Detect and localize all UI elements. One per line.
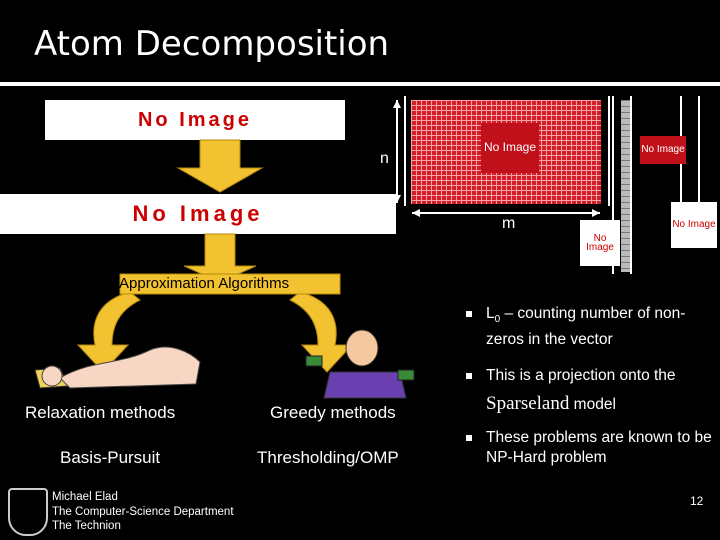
bullet-l0: L0 – counting number of non-zeros in the… — [466, 304, 706, 350]
bullet-marker — [466, 373, 472, 379]
label-n: n — [380, 150, 389, 168]
arrow-down-1 — [178, 140, 262, 192]
footer: Michael Elad The Computer-Science Depart… — [52, 490, 234, 534]
no-image-small-3: No Image — [671, 202, 717, 248]
bullet-projection: This is a projection onto the Sparseland… — [466, 362, 711, 419]
relaxation-methods-label: Relaxation methods — [25, 403, 175, 423]
bullet-marker — [466, 311, 472, 317]
footer-department: The Computer-Science Department — [52, 505, 234, 520]
thresholding-omp-label: Thresholding/OMP — [257, 448, 399, 468]
bullet-l0-text: – counting number of non-zeros in the ve… — [486, 305, 685, 348]
page-number: 12 — [690, 494, 703, 508]
technion-logo-icon — [8, 488, 48, 536]
greedy-methods-label: Greedy methods — [270, 403, 396, 423]
bullet-l0-letter: L — [486, 305, 495, 322]
footer-author: Michael Elad — [52, 490, 234, 505]
bullet-np-hard: These problems are known to be NP-Hard p… — [466, 428, 716, 468]
sparse-vector-x — [621, 100, 630, 272]
no-image-matrix: No Image — [481, 123, 539, 173]
bullet-sparseland-term: Sparseland — [486, 393, 569, 414]
footer-institution: The Technion — [52, 519, 234, 534]
approximation-label: Approximation Algorithms — [119, 275, 289, 292]
basis-pursuit-label: Basis-Pursuit — [60, 448, 160, 468]
no-image-small-1: No Image — [580, 220, 620, 266]
no-image-small-2: No Image — [640, 136, 686, 164]
bullet-np-hard-text: These problems are known to be NP-Hard p… — [466, 428, 716, 468]
bullet-projection-tail: model — [569, 396, 616, 413]
label-m: m — [502, 215, 515, 233]
bullet-projection-text: This is a projection onto the — [486, 367, 676, 384]
bullet-marker — [466, 435, 472, 441]
